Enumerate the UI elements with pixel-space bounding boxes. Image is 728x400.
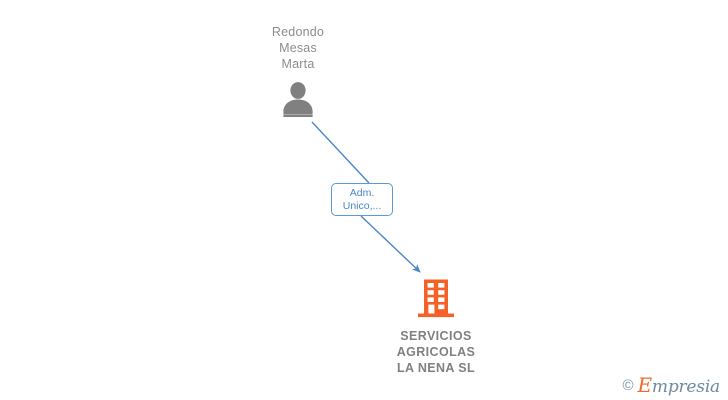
edge-segment-lower <box>360 215 421 273</box>
company-icon-container <box>366 278 506 320</box>
edge-label-line-2: Unico,... <box>342 200 382 212</box>
brand-logo: Empresia <box>638 375 721 396</box>
edge-label-box[interactable]: Adm. Unico,... <box>331 183 393 216</box>
building-icon <box>418 279 454 318</box>
watermark[interactable]: © Empresia <box>622 375 720 396</box>
node-company[interactable]: SERVICIOS AGRICOLAS LA NENA SL <box>366 278 506 376</box>
company-name-label: SERVICIOS AGRICOLAS LA NENA SL <box>396 329 476 375</box>
brand-initial: E <box>637 373 653 397</box>
edge-segment-upper <box>311 121 370 184</box>
brand-rest: mpresia <box>651 377 720 397</box>
person-icon-container <box>228 78 368 118</box>
person-icon <box>283 82 313 117</box>
person-name-label: Redondo Mesas Marta <box>271 25 325 71</box>
node-person[interactable]: Redondo Mesas Marta <box>228 24 368 118</box>
edge-label-line-1: Adm. <box>349 187 375 199</box>
copyright-icon: © <box>622 377 634 394</box>
